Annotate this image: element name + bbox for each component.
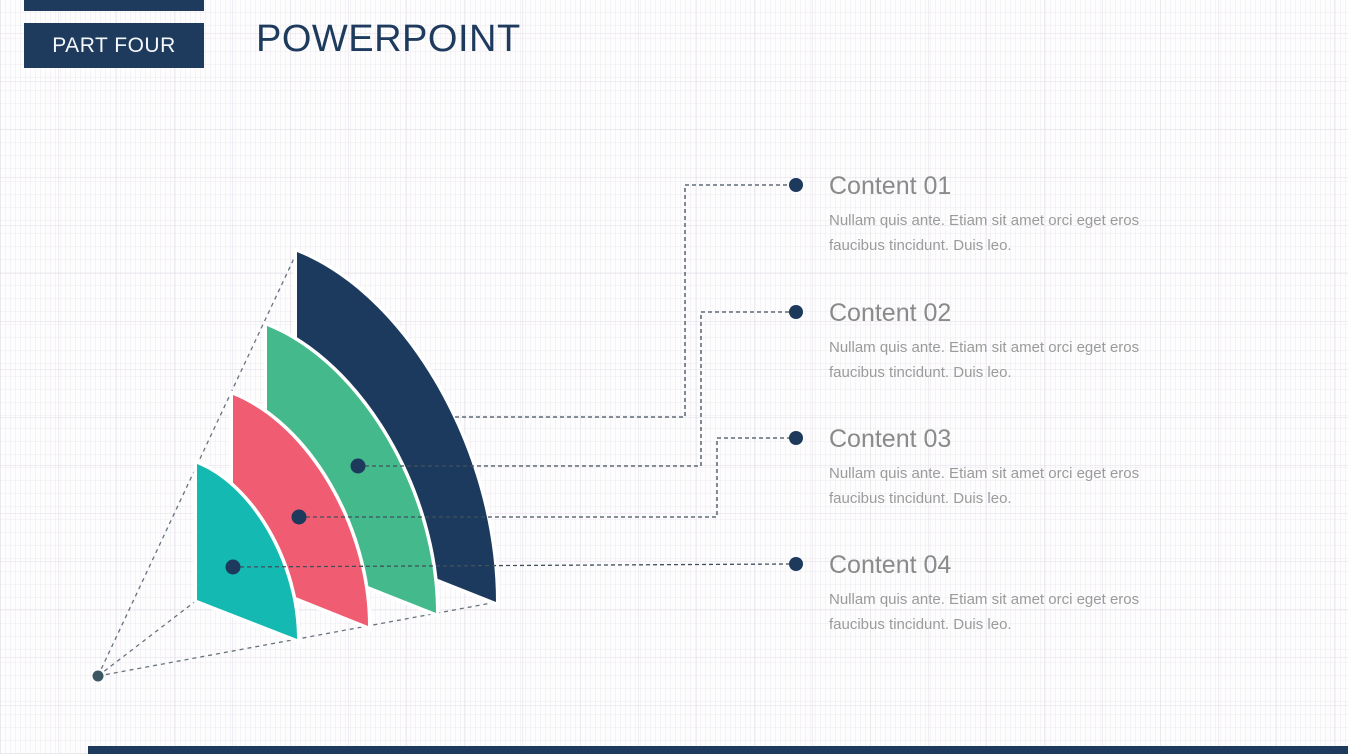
callout-dot-4	[789, 557, 803, 571]
sail-marker-dot-pink	[291, 509, 307, 525]
part-four-badge: PART FOUR	[24, 23, 204, 68]
sail-marker-dot-teal	[225, 559, 241, 575]
content-body-3: Nullam quis ante. Etiam sit amet orci eg…	[829, 465, 1140, 507]
content-item-2: Content 02 Nullam quis ante. Etiam sit a…	[829, 298, 1159, 385]
content-item-1: Content 01 Nullam quis ante. Etiam sit a…	[829, 171, 1159, 258]
content-title-3: Content 03	[829, 425, 952, 453]
top-accent-bar	[24, 0, 204, 11]
content-item-3: Content 03 Nullam quis ante. Etiam sit a…	[829, 424, 1159, 511]
slide-title: POWERPOINT	[256, 18, 521, 60]
part-four-label: PART FOUR	[52, 33, 176, 57]
origin-dot	[92, 670, 104, 682]
sail-teal	[193, 458, 301, 645]
connector-line-1	[455, 184, 789, 418]
guide-ray-middle	[97, 599, 198, 677]
callout-dot-3	[789, 431, 803, 445]
content-item-4: Content 04 Nullam quis ante. Etiam sit a…	[829, 550, 1159, 637]
callout-dot-1	[789, 178, 803, 192]
connector-line-4	[232, 563, 790, 568]
connector-line-3	[299, 437, 789, 518]
connector-line-2	[358, 311, 789, 467]
content-body-2: Nullam quis ante. Etiam sit amet orci eg…	[829, 339, 1140, 381]
content-title-2: Content 02	[829, 299, 952, 327]
bottom-accent-bar	[88, 746, 1348, 754]
callout-dot-2	[789, 305, 803, 319]
sail-marker-dot-green	[350, 458, 366, 474]
content-title-4: Content 04	[829, 551, 952, 579]
content-body-4: Nullam quis ante. Etiam sit amet orci eg…	[829, 591, 1140, 633]
content-body-1: Nullam quis ante. Etiam sit amet orci eg…	[829, 212, 1140, 254]
content-title-1: Content 01	[829, 172, 952, 200]
